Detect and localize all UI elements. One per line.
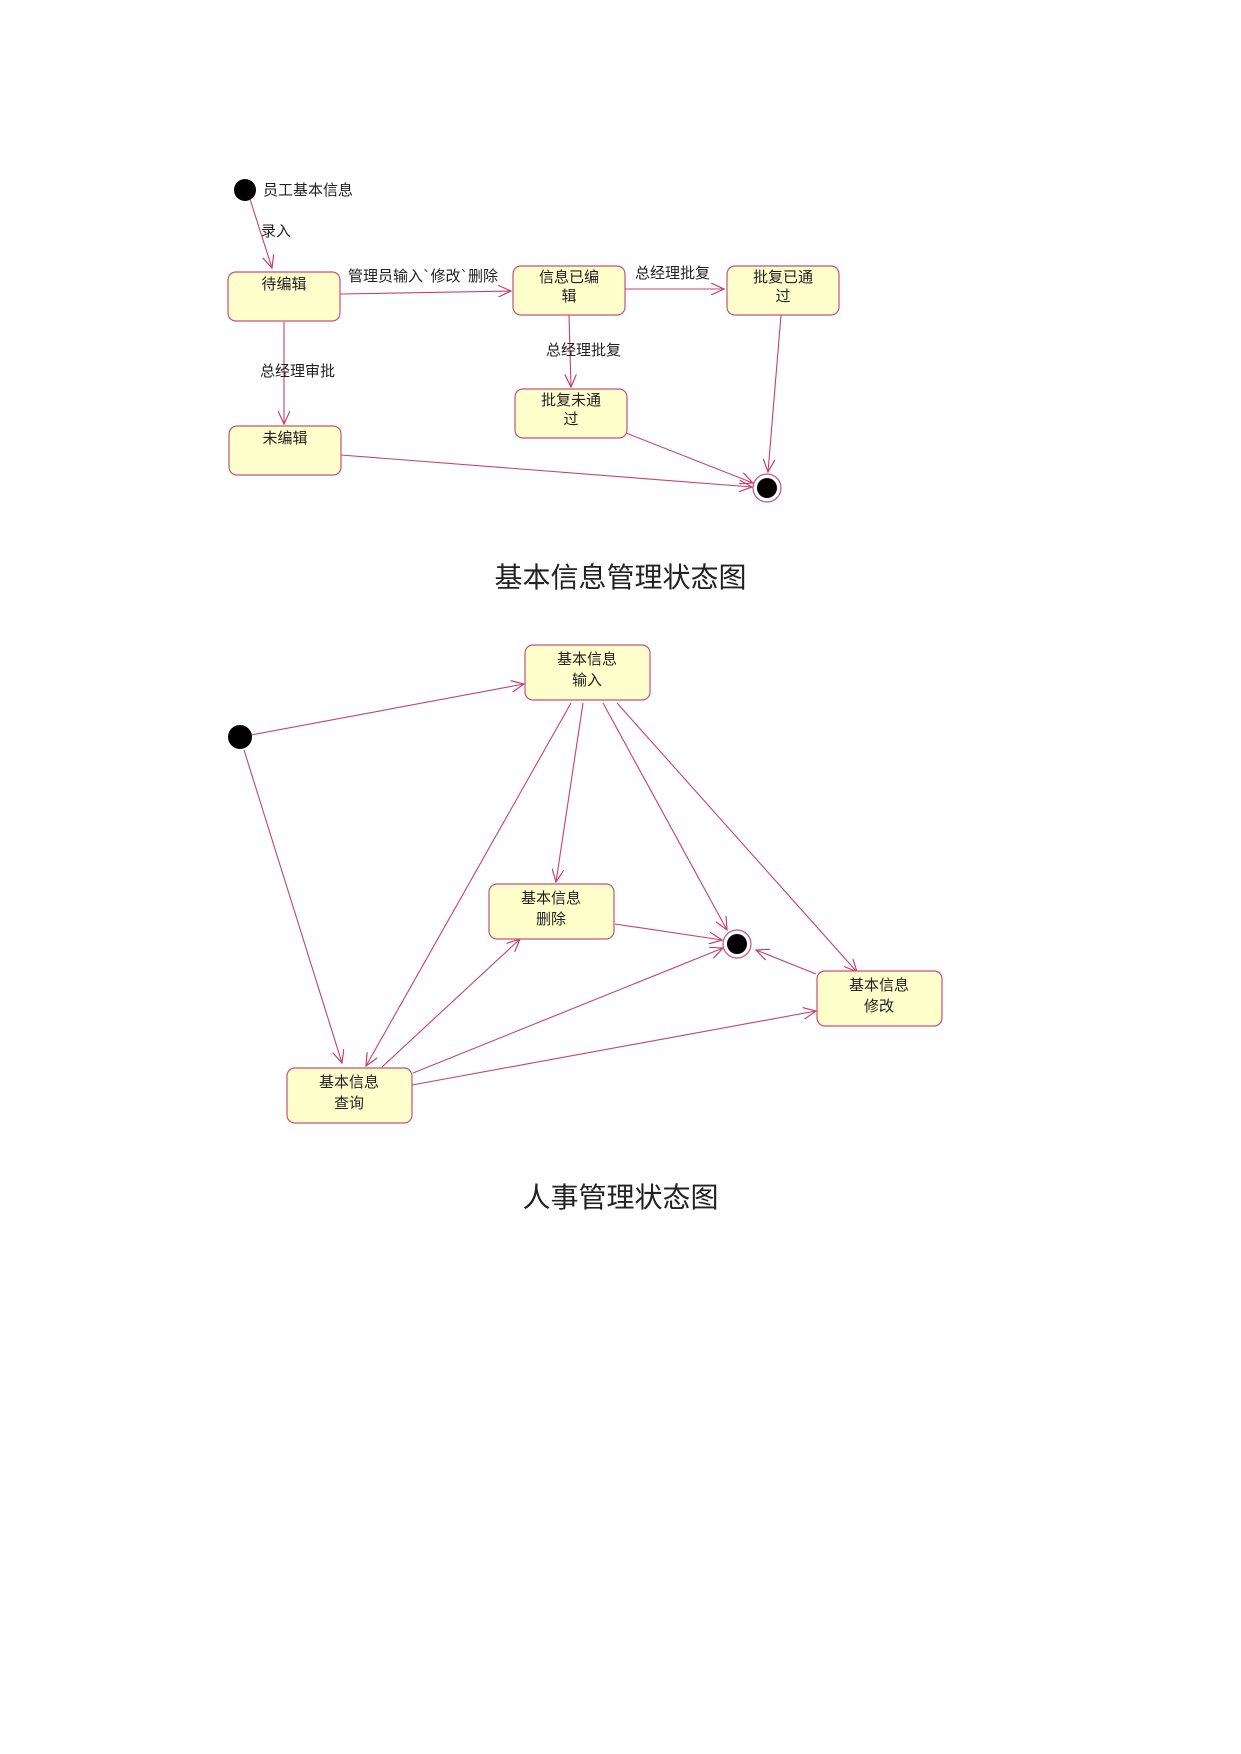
- edge-query-to-modify: [411, 1011, 816, 1086]
- svg-text:修改: 修改: [864, 997, 894, 1015]
- edge-input-to-query: [366, 702, 572, 1066]
- initial-state-node: [234, 179, 256, 201]
- edge-input-to-delete: [556, 702, 584, 882]
- state-info-delete: 基本信息 删除: [488, 883, 615, 940]
- state-info-edited: 信息已编 辑: [512, 265, 626, 316]
- state-not-edited: 未编辑: [228, 425, 342, 476]
- edge-label-gm-review: 总经理审批: [260, 362, 335, 380]
- svg-text:基本信息: 基本信息: [849, 976, 909, 994]
- edge-pending-to-info-edited: [339, 291, 511, 294]
- edge-label-enter: 录入: [261, 222, 291, 240]
- svg-text:删除: 删除: [536, 910, 566, 928]
- edge-delete-to-end: [614, 923, 722, 940]
- state-rejected: 批复未通 过: [514, 388, 628, 439]
- edge-query-to-delete: [381, 939, 520, 1068]
- svg-text:输入: 输入: [572, 671, 602, 689]
- svg-text:基本信息: 基本信息: [319, 1073, 379, 1091]
- diagram-basic-info-management: 员工基本信息 录入 管理员输入`修改`删除 总经理审批 总经理批复 总经理批复 …: [227, 179, 840, 503]
- state-approved: 批复已通 过: [726, 265, 840, 316]
- caption-personnel-management: 人事管理状态图: [522, 1181, 719, 1214]
- final-state-node-2: [722, 929, 752, 959]
- svg-text:未编辑: 未编辑: [262, 429, 307, 447]
- edge-input-to-modify: [616, 702, 857, 972]
- state-info-modify: 基本信息 修改: [816, 970, 943, 1027]
- edge-info-edited-to-rejected: [569, 314, 571, 387]
- svg-text:基本信息: 基本信息: [521, 889, 581, 907]
- svg-text:信息已编: 信息已编: [539, 268, 599, 286]
- svg-text:过: 过: [775, 287, 790, 305]
- svg-text:批复未通: 批复未通: [541, 391, 601, 409]
- svg-text:查询: 查询: [334, 1094, 364, 1112]
- initial-state-node-2: [228, 725, 252, 749]
- edge-label-admin-ops: 管理员输入`修改`删除: [348, 267, 498, 285]
- edge-start-to-query: [243, 749, 342, 1063]
- edge-input-to-end: [602, 702, 727, 930]
- edge-query-to-end: [412, 948, 723, 1074]
- final-state-node: [752, 473, 782, 503]
- edge-rejected-to-end: [625, 432, 753, 483]
- caption-basic-info-management: 基本信息管理状态图: [494, 561, 747, 594]
- edge-not-edited-to-end: [340, 454, 752, 487]
- diagram-personnel-management: 基本信息 输入 基本信息 删除 基本信息 修改 基本信息 查询: [228, 644, 943, 1124]
- initial-state-label: 员工基本信息: [263, 181, 353, 199]
- svg-text:辑: 辑: [561, 287, 576, 305]
- svg-text:待编辑: 待编辑: [261, 275, 306, 293]
- edge-start-to-pending-edit: [248, 195, 272, 268]
- svg-text:批复已通: 批复已通: [753, 268, 813, 286]
- svg-text:过: 过: [563, 410, 578, 428]
- edge-start-to-input: [250, 684, 524, 736]
- edge-approved-to-end: [768, 314, 782, 472]
- state-info-input: 基本信息 输入: [524, 644, 651, 701]
- edge-label-gm-reply-approved: 总经理批复: [635, 264, 710, 282]
- edge-modify-to-end: [756, 950, 817, 975]
- state-info-query: 基本信息 查询: [286, 1067, 413, 1124]
- svg-text:基本信息: 基本信息: [557, 650, 617, 668]
- edge-label-gm-reply-rejected: 总经理批复: [546, 341, 621, 359]
- state-pending-edit: 待编辑: [227, 271, 341, 322]
